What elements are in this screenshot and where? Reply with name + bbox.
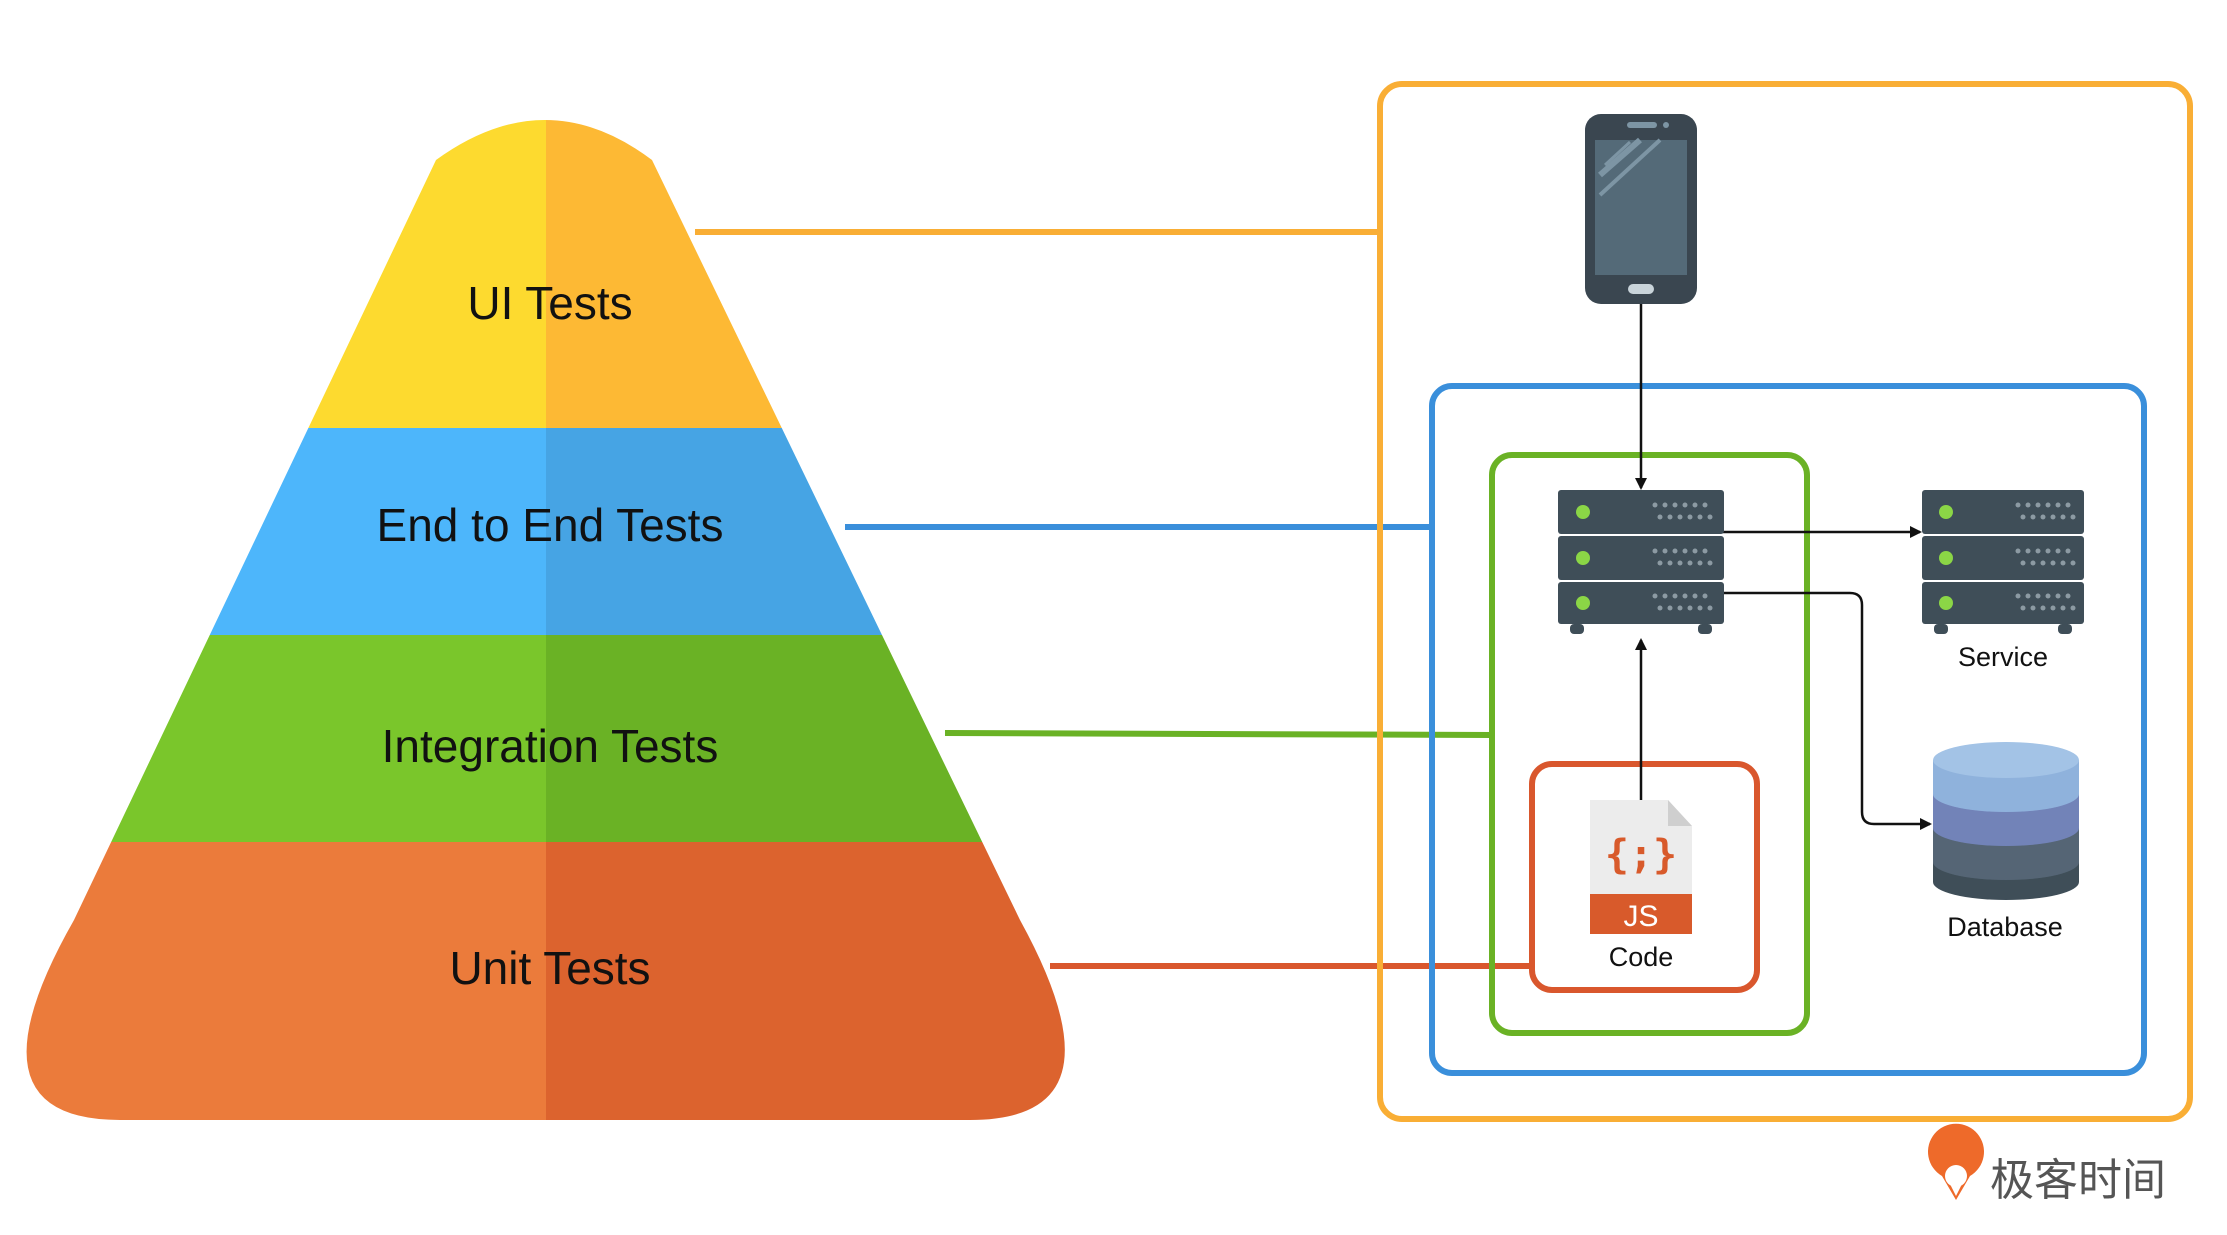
database-icon — [1933, 742, 2079, 900]
connector-integration-to-scope — [944, 730, 1493, 738]
database-label: Database — [1947, 912, 2063, 942]
scope-box-e2e — [1429, 383, 2147, 1076]
scope-box-ui — [1377, 81, 2193, 1122]
brand-logo-icon — [1928, 1123, 1984, 1200]
service-server-icon — [1922, 490, 2084, 634]
tier-label-end-to-end-tests: End to End Tests — [377, 499, 724, 551]
tier-label-ui-tests: UI Tests — [467, 277, 632, 329]
code-label: Code — [1609, 942, 1674, 972]
js-file-icon: {;} JS — [1590, 800, 1692, 934]
scope-box-unit — [1529, 761, 1760, 993]
pyramid-tier-ui — [26, 120, 1065, 428]
brand-name: 极客时间 — [1990, 1155, 2166, 1206]
tier-label-integration-tests: Integration Tests — [382, 720, 719, 772]
js-file-badge: JS — [1623, 900, 1658, 933]
tier-label-unit-tests: Unit Tests — [449, 942, 650, 994]
server-icon — [1558, 490, 1724, 634]
brand-logo: 极客时间 — [1928, 1123, 2166, 1206]
arrow-server-to-database — [1722, 591, 1932, 830]
scope-box-integration — [1489, 452, 1810, 1036]
pyramid-tier-unit — [26, 842, 1065, 1120]
mobile-phone-icon — [1585, 114, 1697, 304]
service-label: Service — [1958, 642, 2048, 672]
js-file-glyph: {;} — [1605, 832, 1677, 878]
